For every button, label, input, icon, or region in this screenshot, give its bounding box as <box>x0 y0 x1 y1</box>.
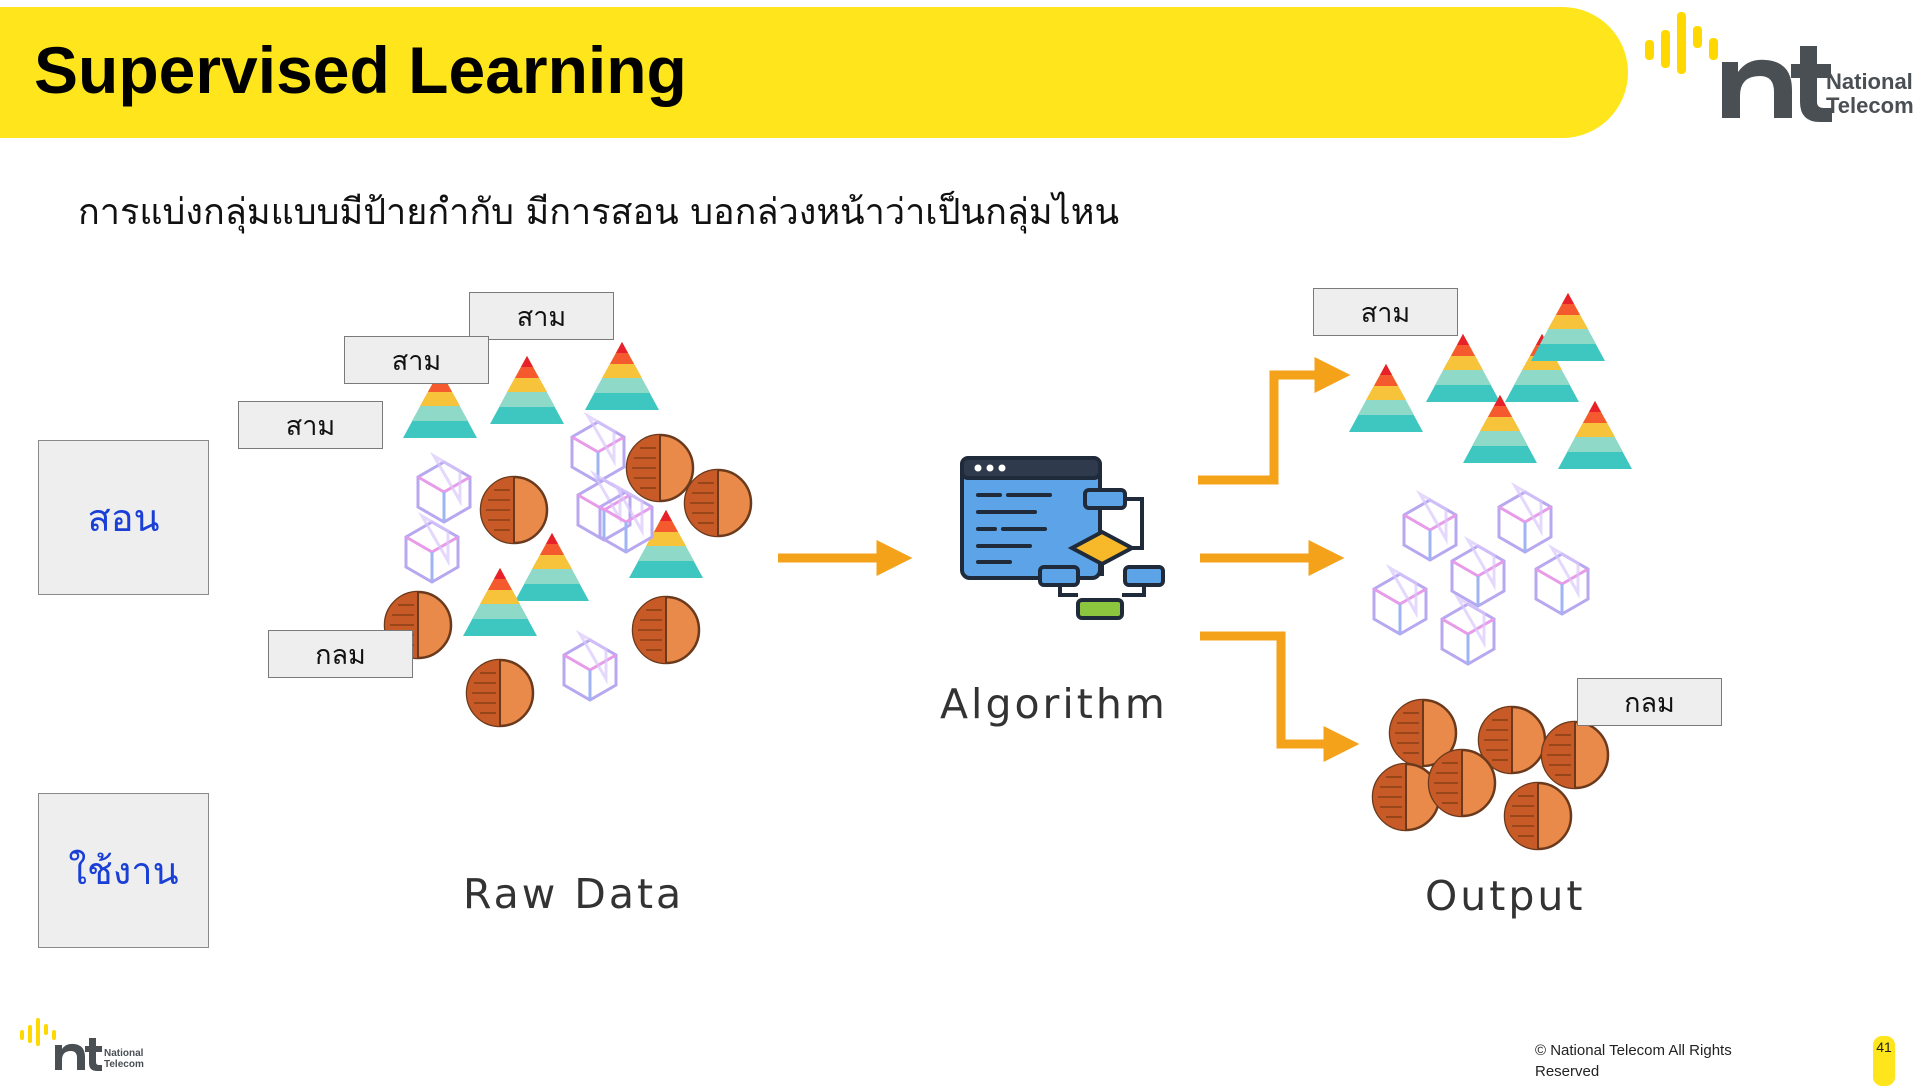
triangle-icon <box>585 342 659 410</box>
cube-icon <box>404 514 460 584</box>
cube-icon <box>1440 596 1496 666</box>
teach-label: สอน <box>87 496 160 540</box>
use-label: ใช้งาน <box>68 849 179 893</box>
tag-triangle-output: สาม <box>1313 288 1458 336</box>
cube-icon <box>416 454 472 524</box>
cube-icon <box>1372 566 1428 636</box>
algorithm-icon <box>960 456 1165 620</box>
coin-icon <box>465 658 535 728</box>
output-cubes <box>1372 484 1590 666</box>
triangle-icon <box>490 356 564 424</box>
slide-subtitle: การแบ่งกลุ่มแบบมีป้ายกำกับ มีการสอน บอกล… <box>78 192 1120 233</box>
triangle-icon <box>1463 395 1537 463</box>
cube-icon <box>1450 538 1506 608</box>
triangle-icon <box>515 533 589 601</box>
output-caption: Output <box>1425 872 1586 920</box>
cube-icon <box>1402 492 1458 562</box>
raw-data-caption: Raw Data <box>463 870 685 918</box>
coin-icon <box>631 595 701 665</box>
triangle-icon <box>463 568 537 636</box>
coin-icon <box>625 433 695 503</box>
cube-icon <box>576 472 632 542</box>
arrow-icon <box>1200 631 1360 762</box>
cube-icon <box>1497 484 1553 554</box>
logo-wordmark: National Telecom <box>1826 70 1914 118</box>
algorithm-caption: Algorithm <box>940 680 1168 728</box>
raw-data-cluster <box>383 342 753 728</box>
logo-line-1: National <box>1826 69 1913 94</box>
output-coins <box>1371 698 1610 851</box>
page-number: 41 <box>1873 1036 1895 1086</box>
triangle-icon <box>1426 334 1500 402</box>
page-title: Supervised Learning <box>34 33 687 107</box>
use-box: ใช้งาน <box>38 793 209 948</box>
logo-line-2: Telecom <box>1826 93 1914 118</box>
cube-icon <box>562 632 618 702</box>
coin-icon <box>683 468 753 538</box>
coin-icon <box>1427 748 1497 818</box>
footer-logo-line-1: National <box>104 1048 144 1059</box>
triangle-icon <box>1531 293 1605 361</box>
tag-triangle-3: สาม <box>238 401 383 449</box>
triangle-icon <box>1349 364 1423 432</box>
tag-triangle-1: สาม <box>469 292 614 340</box>
coin-icon <box>1540 720 1610 790</box>
cube-icon <box>570 414 626 484</box>
arrow-icon <box>1198 357 1351 485</box>
tag-circle-raw: กลม <box>268 630 413 678</box>
coin-icon <box>479 475 549 545</box>
triangle-icon <box>1558 401 1632 469</box>
coin-icon <box>1503 781 1573 851</box>
footer-logo-line-2: Telecom <box>104 1059 144 1070</box>
cube-icon <box>1534 546 1590 616</box>
copyright-text: © National Telecom All Rights Reserved <box>1535 1042 1732 1080</box>
tag-circle-output: กลม <box>1577 678 1722 726</box>
teach-box: สอน <box>38 440 209 595</box>
title-banner <box>0 7 1628 138</box>
tag-triangle-2: สาม <box>344 336 489 384</box>
footer-logo-wordmark: National Telecom <box>104 1048 144 1070</box>
